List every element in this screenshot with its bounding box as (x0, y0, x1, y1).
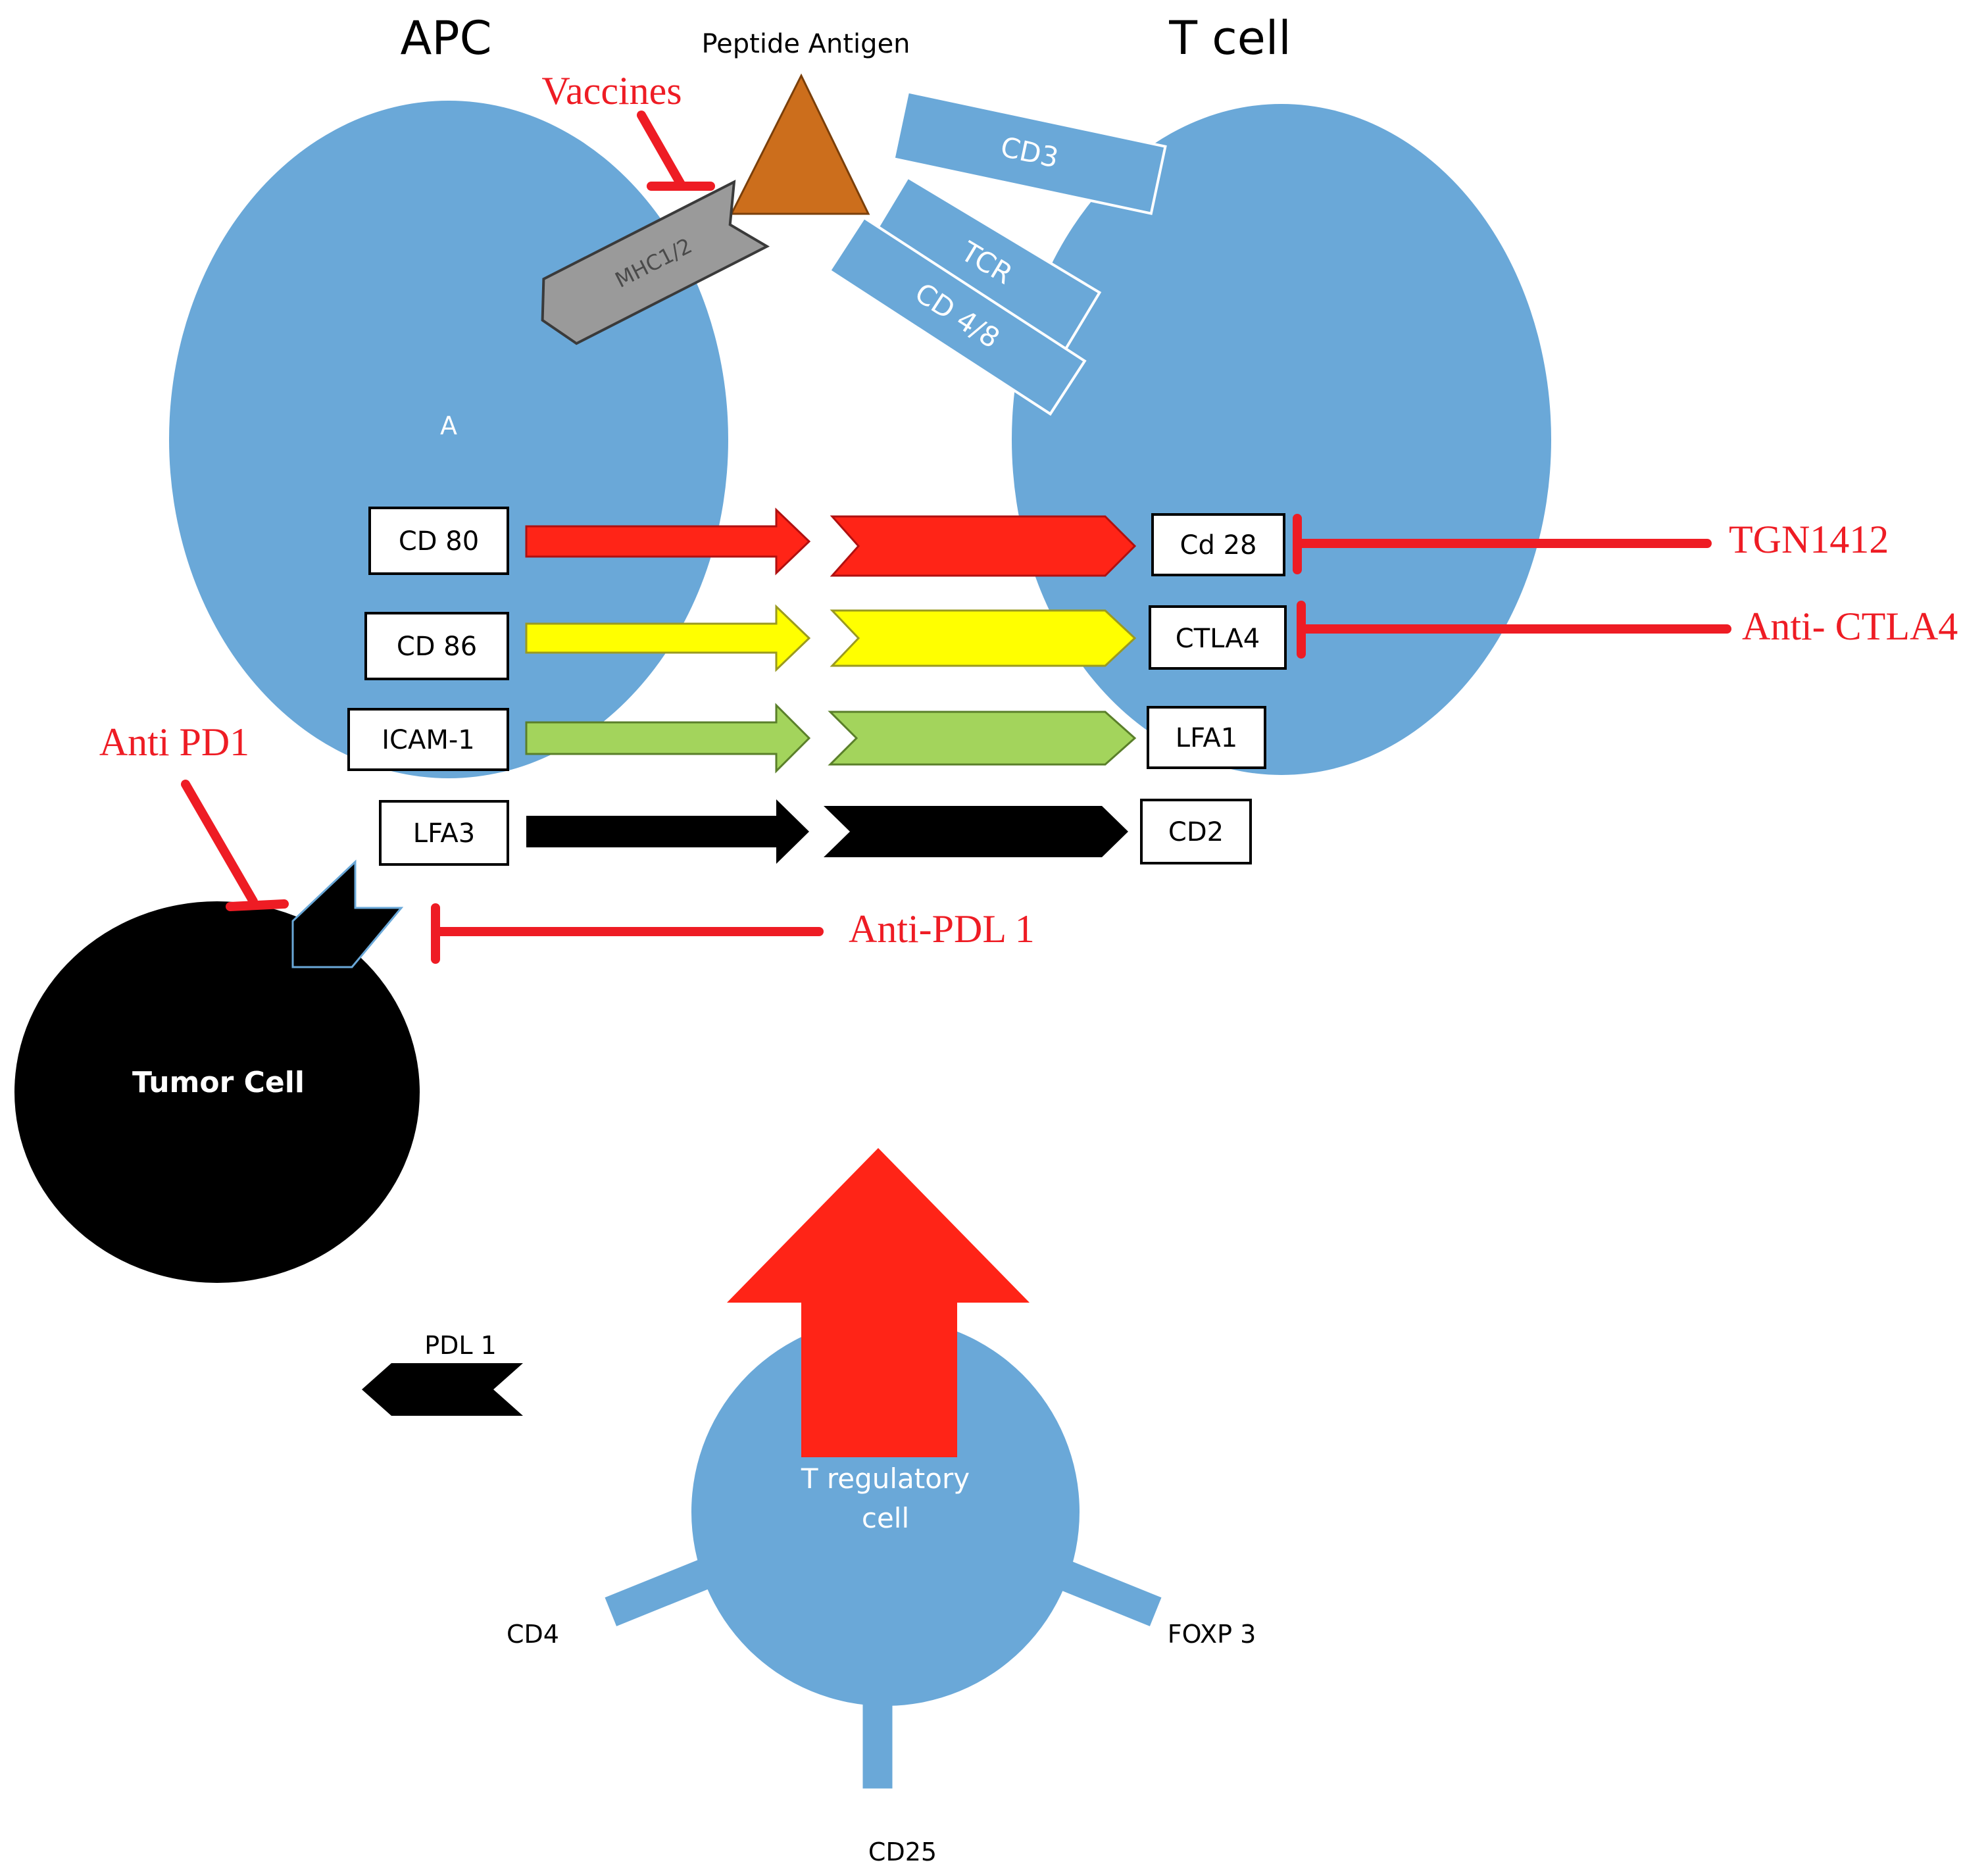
treg-label-line1: T regulatory (801, 1462, 970, 1495)
cd3-receptor: CD3 (892, 90, 1167, 215)
drug-anti-pd1: Anti PD1 (99, 720, 249, 764)
drug-vaccines: Vaccines (541, 69, 682, 113)
arrow-cd28-right (830, 515, 1137, 577)
arrow-lfa1-right (828, 711, 1137, 766)
label-cd2: CD2 (1168, 817, 1224, 847)
pair-lfa3-cd2 (526, 799, 1128, 864)
box-cd80: CD 80 (368, 507, 509, 575)
label-cd80: CD 80 (399, 526, 479, 557)
inhibitor-anti-pd1 (181, 780, 289, 911)
arrow-cd2-right (824, 806, 1128, 857)
tumor-cell (14, 901, 420, 1283)
arrow-cd86-left (525, 604, 811, 672)
treg-marker-foxp3: FOXP 3 (1168, 1620, 1256, 1649)
label-icam1: ICAM-1 (382, 725, 474, 755)
apc-title: APC (401, 11, 492, 65)
peptide-antigen-label: Peptide Antigen (701, 29, 910, 59)
treg-marker-cd25: CD25 (868, 1838, 937, 1866)
box-lfa3: LFA3 (379, 800, 509, 866)
arrow-cd80-left (525, 507, 811, 576)
inhibitor-anti-ctla4 (1297, 601, 1731, 659)
arrow-lfa3-left (526, 799, 809, 864)
pair-cd80-cd28 (525, 507, 1137, 577)
label-lfa1: LFA1 (1176, 723, 1237, 753)
tcr-receptor: TCR (872, 175, 1102, 351)
drug-anti-ctla4: Anti- CTLA4 (1742, 605, 1958, 648)
inhibitor-anti-pdl1 (431, 903, 824, 964)
label-ctla4: CTLA4 (1176, 624, 1260, 654)
free-pdl1-molecule (362, 1363, 523, 1416)
inhibitor-vaccines (637, 111, 715, 191)
box-ctla4: CTLA4 (1149, 605, 1287, 670)
label-cd28: Cd 28 (1180, 530, 1257, 561)
treg-marker-cd4: CD4 (507, 1620, 559, 1649)
box-cd28: Cd 28 (1151, 513, 1285, 576)
treg-cell (691, 1318, 1080, 1706)
arrow-ctla4-right (830, 609, 1137, 667)
arrow-icam1-left (525, 703, 811, 774)
label-cd86: CD 86 (397, 632, 477, 662)
box-cd86: CD 86 (364, 612, 509, 680)
drug-anti-pdl1: Anti-PDL 1 (849, 907, 1035, 951)
peptide-antigen-triangle (730, 73, 870, 215)
treg-label-line2: cell (862, 1502, 909, 1534)
box-cd2: CD2 (1140, 799, 1252, 864)
drug-tgn1412: TGN1412 (1729, 518, 1889, 561)
inhibitor-tgn1412 (1293, 514, 1712, 574)
t-cell-title: T cell (1168, 11, 1291, 65)
pair-icam1-lfa1 (525, 703, 1137, 774)
tumor-pdl1-molecule (291, 859, 404, 968)
box-icam1: ICAM-1 (347, 708, 509, 771)
label-lfa3: LFA3 (413, 818, 475, 849)
treg-up-arrow (727, 1148, 1030, 1457)
tumor-cell-label: Tumor Cell (132, 1066, 305, 1099)
pair-cd86-ctla4 (525, 604, 1137, 672)
mhc-molecule: MHC1/2 (541, 180, 770, 345)
box-lfa1: LFA1 (1147, 706, 1266, 769)
t-cell (1012, 104, 1551, 775)
apc-letter: A (440, 411, 457, 440)
free-pdl1-label: PDL 1 (424, 1331, 497, 1360)
